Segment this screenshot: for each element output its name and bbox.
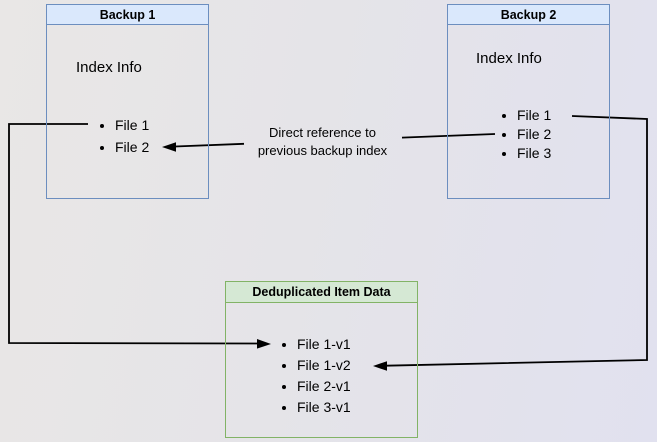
list-item: File 2 <box>517 125 551 144</box>
list-item: File 1-v2 <box>297 355 351 376</box>
edge-label-line-1: Direct reference to <box>269 125 376 140</box>
backup-1-title: Backup 1 <box>47 5 208 25</box>
list-item: File 3-v1 <box>297 397 351 418</box>
backup-2-title: Backup 2 <box>448 5 609 25</box>
backup-1-index-heading: Index Info <box>76 59 142 76</box>
dedup-file-list: File 1-v1 File 1-v2 File 2-v1 File 3-v1 <box>275 334 351 418</box>
list-item: File 2-v1 <box>297 376 351 397</box>
edge-label-line-2: previous backup index <box>257 143 388 158</box>
node-backup-1: Backup 1 Index Info File 1 File 2 <box>46 4 209 199</box>
dedup-title: Deduplicated Item Data <box>226 282 417 303</box>
node-backup-2: Backup 2 Index Info File 1 File 2 File 3 <box>447 4 610 199</box>
backup-1-file-list: File 1 File 2 <box>93 114 149 158</box>
list-item: File 1 <box>517 106 551 125</box>
backup-2-index-heading: Index Info <box>476 50 542 67</box>
edge-label-direct-reference: Direct reference to previous backup inde… <box>240 124 405 160</box>
list-item: File 2 <box>115 136 149 158</box>
backup-2-file-list: File 1 File 2 File 3 <box>495 106 551 163</box>
list-item: File 3 <box>517 144 551 163</box>
list-item: File 1 <box>115 114 149 136</box>
node-deduplicated-item-data: Deduplicated Item Data File 1-v1 File 1-… <box>225 281 418 438</box>
list-item: File 1-v1 <box>297 334 351 355</box>
